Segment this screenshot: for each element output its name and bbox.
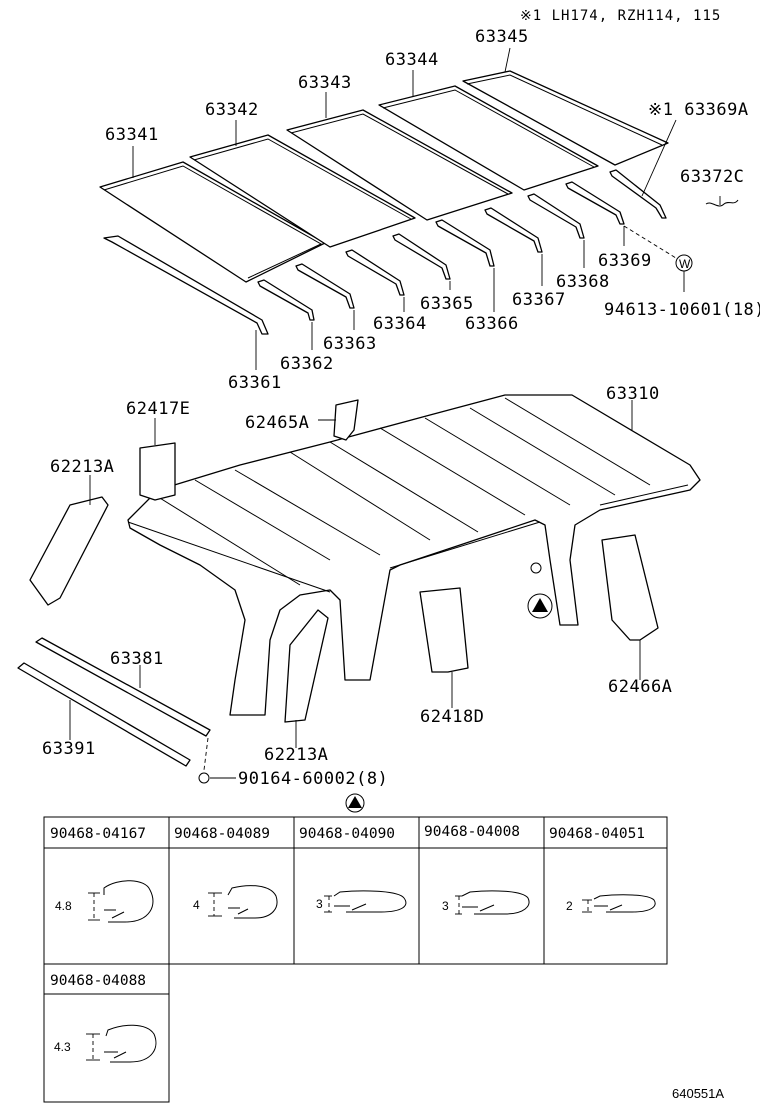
wire-63369A[interactable] xyxy=(609,169,667,219)
clip-table: 90468-04167 90468-04089 90468-04090 9046… xyxy=(43,816,668,1103)
label-63344: 63344 xyxy=(385,50,439,70)
clip-icon-3: 3 xyxy=(316,890,407,913)
headliner-body[interactable] xyxy=(127,394,701,716)
label-62417E: 62417E xyxy=(126,399,190,419)
roof-panel-63345[interactable] xyxy=(462,70,669,166)
roof-panel-63342[interactable] xyxy=(189,134,416,248)
label-63365: 63365 xyxy=(420,294,474,314)
clip-dim-3: 3 xyxy=(316,897,323,911)
clip-pn-6: 90468-04088 xyxy=(50,973,146,989)
label-63341: 63341 xyxy=(105,125,159,145)
label-62213A-top: 62213A xyxy=(50,457,114,477)
label-63391: 63391 xyxy=(42,739,96,759)
label-63367: 63367 xyxy=(512,290,566,310)
pillar-62213A-top[interactable] xyxy=(29,496,109,606)
label-63368: 63368 xyxy=(556,272,610,292)
w-symbol-text: W xyxy=(679,257,691,271)
label-63369: 63369 xyxy=(598,251,652,271)
label-62418D: 62418D xyxy=(420,707,484,727)
pillar-62418D[interactable] xyxy=(419,587,469,673)
wire-63368[interactable] xyxy=(527,193,585,239)
clip-dim-5: 2 xyxy=(566,899,573,913)
pillar-62465A[interactable] xyxy=(333,399,359,441)
wire-63367[interactable] xyxy=(484,207,543,253)
wire-63366[interactable] xyxy=(435,219,495,267)
triangle-symbol-icon xyxy=(348,796,362,808)
roof-panel-63344[interactable] xyxy=(378,85,599,191)
top-leader-lines xyxy=(132,47,677,370)
triangle-marker-icon xyxy=(532,598,548,612)
clip-pn-4: 90468-04008 xyxy=(424,824,520,840)
pillar-62417E[interactable] xyxy=(139,442,176,501)
clip-icon-5: 2 xyxy=(566,894,656,913)
clip-icon-4: 3 xyxy=(442,890,530,915)
rails xyxy=(17,637,236,784)
wire-63361[interactable] xyxy=(103,235,269,335)
wire-63363[interactable] xyxy=(295,263,355,309)
label-63372C: 63372C xyxy=(680,167,744,187)
label-63363: 63363 xyxy=(323,334,377,354)
label-63364: 63364 xyxy=(373,314,427,334)
clip-dim-1: 4.8 xyxy=(55,899,72,913)
clip-icon-2: 4 xyxy=(193,885,278,919)
clip-dim-2: 4 xyxy=(193,898,200,912)
label-63366: 63366 xyxy=(465,314,519,334)
label-63310: 63310 xyxy=(606,384,660,404)
bottom-leader-lines xyxy=(69,400,641,748)
label-62466A: 62466A xyxy=(608,677,672,697)
clip-pn-2: 90468-04089 xyxy=(174,826,270,842)
roof-panel-63343[interactable] xyxy=(286,109,513,221)
rail-63391[interactable] xyxy=(17,662,191,767)
label-94613: 94613-10601(18) xyxy=(604,300,760,320)
label-62465A: 62465A xyxy=(245,413,309,433)
headliner-63310 xyxy=(127,394,701,716)
clip-63372C[interactable] xyxy=(705,199,739,207)
dome-light-hole xyxy=(530,562,542,574)
clip-icon-1: 4.8 xyxy=(55,880,154,923)
rail-63381[interactable] xyxy=(35,637,211,737)
screw-90164[interactable] xyxy=(198,772,210,784)
roof-wire-strips xyxy=(103,169,667,335)
label-62213A-bottom: 62213A xyxy=(264,745,328,765)
wire-63365[interactable] xyxy=(392,233,451,280)
label-63361: 63361 xyxy=(228,373,282,393)
pillar-62213A-bottom[interactable] xyxy=(284,609,329,723)
bottom-labels: 63310 62417E 62465A 62213A 62466A 63381 … xyxy=(42,384,672,789)
label-63342: 63342 xyxy=(205,100,259,120)
label-90164: 90164-60002(8) xyxy=(238,769,388,789)
clip-pn-1: 90468-04167 xyxy=(50,826,146,842)
clip-icon-6: 4.3 xyxy=(54,1024,157,1063)
label-63362: 63362 xyxy=(280,354,334,374)
drawing-code: 640551A xyxy=(672,1086,724,1101)
wire-63369[interactable] xyxy=(565,181,625,225)
clip-pn-5: 90468-04051 xyxy=(549,826,645,842)
clip-pn-3: 90468-04090 xyxy=(299,826,395,842)
label-63345: 63345 xyxy=(475,27,529,47)
header-note: ※1 LH174, RZH114, 115 xyxy=(520,8,721,24)
top-labels: 63345 63344 63343 63342 63341 ※1 63369A … xyxy=(105,27,760,393)
label-63381: 63381 xyxy=(110,649,164,669)
clip-dim-4: 3 xyxy=(442,899,449,913)
pillar-62466A[interactable] xyxy=(601,534,659,641)
wire-63364[interactable] xyxy=(345,249,405,296)
label-63343: 63343 xyxy=(298,73,352,93)
wire-63362[interactable] xyxy=(257,279,315,321)
pillar-garnishes xyxy=(29,399,659,723)
clip-dim-6: 4.3 xyxy=(54,1040,71,1054)
label-63369A: ※1 63369A xyxy=(648,100,749,120)
roof-panels-group xyxy=(99,70,669,283)
